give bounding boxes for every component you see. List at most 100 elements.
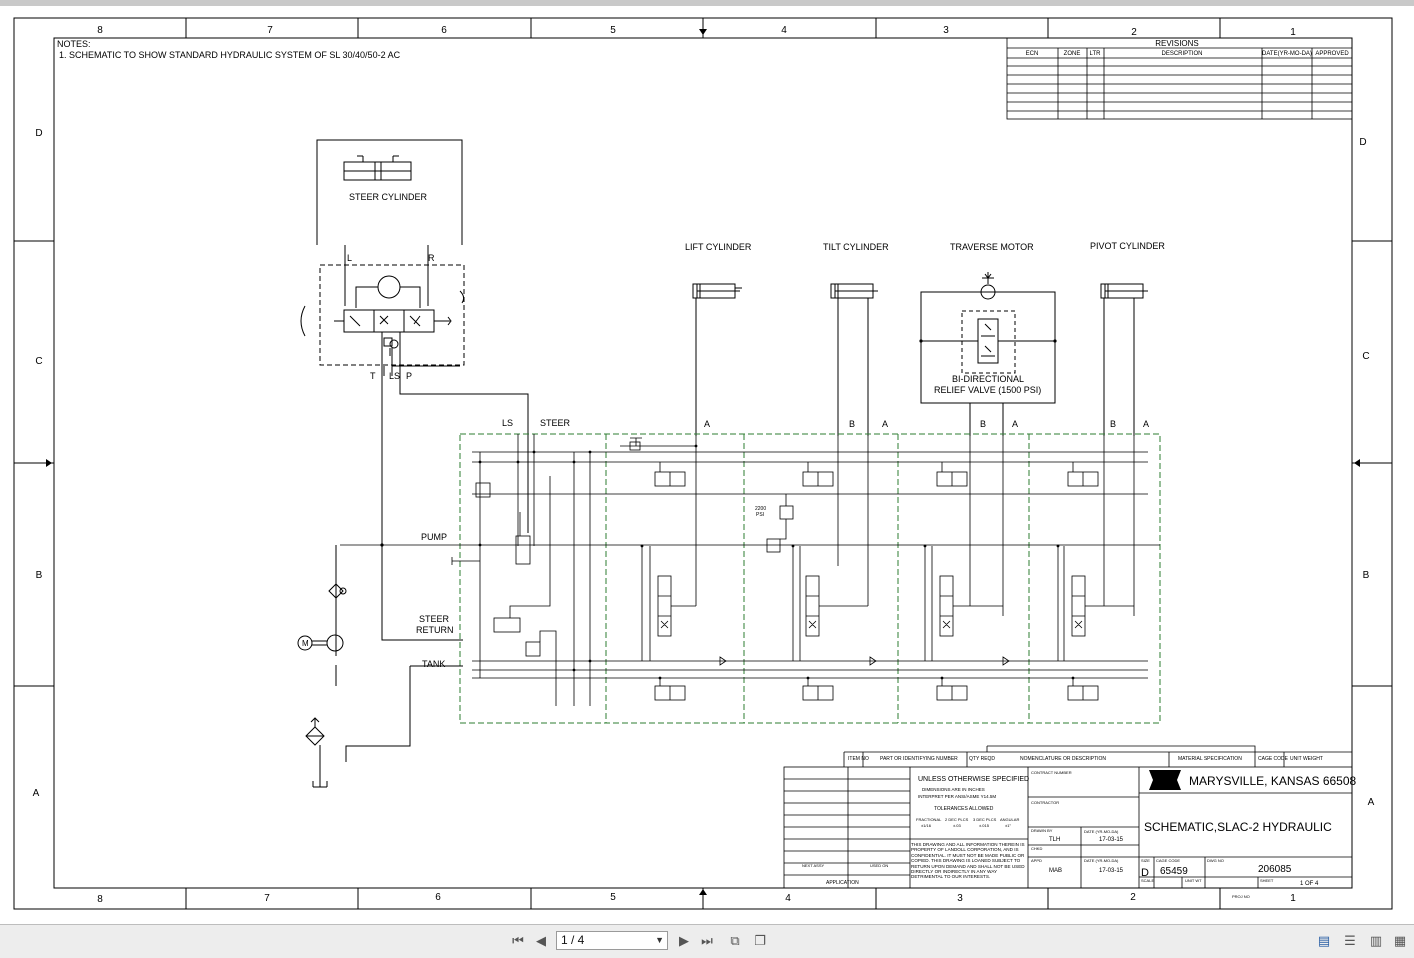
revisions-table	[1006, 37, 1353, 120]
drawing-canvas: 8 7 6 5 4 3 2 1 8 7 6 5 4 3 2 1 D C B A …	[0, 6, 1414, 924]
appd-date-label: DATE (YR-MO-DA)	[1084, 858, 1119, 863]
tol-frac-val: ±1/16	[921, 823, 932, 828]
traverse-motor-label: TRAVERSE MOTOR	[950, 242, 1034, 252]
drawn-by: TLH	[1049, 837, 1060, 843]
col-unit-weight: UNIT WEIGHT	[1290, 756, 1323, 762]
cage-code: 65459	[1160, 866, 1188, 877]
appd-label: APPD	[1031, 858, 1042, 863]
zone-row-d: D	[35, 128, 42, 139]
unit-wt-label: UNIT WT	[1185, 878, 1202, 883]
col-part-no: PART OR IDENTIFYING NUMBER	[880, 756, 958, 762]
zone-col-7: 7	[267, 25, 273, 36]
zone-col-2: 2	[1131, 27, 1137, 38]
zone-col-8: 8	[97, 25, 103, 36]
page-number-select[interactable]: 1 / 4 ▼	[556, 931, 668, 950]
traverse-motor-symbol	[980, 284, 996, 300]
valve-bank-outline	[459, 433, 1161, 724]
traverse-port-b: B	[980, 419, 986, 429]
tol-3place: 3 DEC PLCS	[973, 817, 997, 822]
traverse-port-a: A	[1012, 419, 1018, 429]
zone-col-4-bottom: 4	[785, 893, 791, 904]
port-p-label: P	[406, 371, 412, 381]
motor-label: M	[302, 639, 309, 648]
next-assy-label: NEXT ASSY	[802, 863, 824, 868]
steer-valve-spool	[343, 309, 435, 333]
hydraulic-schematic: 8 7 6 5 4 3 2 1 8 7 6 5 4 3 2 1 D C B A …	[13, 17, 1393, 910]
zone-row-c: C	[35, 356, 42, 367]
valve-bank-internals	[340, 434, 1160, 706]
two-page-continuous-icon[interactable]: ▦	[1393, 933, 1407, 949]
copy-page-icon[interactable]: ❐	[754, 933, 766, 949]
pivot-port-a: A	[1143, 419, 1149, 429]
motor-symbol	[297, 635, 313, 651]
page-number-value: 1 / 4	[561, 933, 585, 947]
tilt-port-b: B	[849, 419, 855, 429]
zone-col-3-bottom: 3	[957, 893, 963, 904]
port-t-label: T	[370, 371, 376, 381]
pivot-cylinder-label: PIVOT CYLINDER	[1090, 241, 1165, 251]
prev-page-icon[interactable]: ◀	[536, 933, 546, 949]
last-page-icon[interactable]: ⏭	[701, 933, 713, 949]
relief-valve-label-2: RELIEF VALVE (1500 PSI)	[934, 385, 1041, 395]
tilt-relief-psi-2: PSI	[756, 512, 764, 518]
pivot-port-b: B	[1110, 419, 1116, 429]
next-page-icon[interactable]: ▶	[679, 933, 689, 949]
tilt-relief-psi-1: 2200	[755, 506, 766, 512]
rev-col-ecn: ECN	[1026, 51, 1039, 57]
lift-cylinder-label: LIFT CYLINDER	[685, 242, 752, 252]
used-on-label: USED ON	[870, 863, 888, 868]
steer-cylinder-box	[316, 139, 463, 245]
zone-col-4: 4	[781, 25, 787, 36]
first-page-icon[interactable]: ⏮	[512, 933, 524, 949]
pump-filter-symbol	[328, 583, 344, 599]
sheet-label: SHEET	[1260, 878, 1274, 883]
zone-col-6-bottom: 6	[435, 892, 441, 903]
unless-specified: UNLESS OTHERWISE SPECIFIED	[918, 776, 1029, 783]
zone-col-1: 1	[1290, 27, 1296, 38]
zone-col-6: 6	[441, 25, 447, 36]
steer-label: STEER	[540, 418, 571, 428]
tol-ang-val: ±1°	[1005, 823, 1011, 828]
single-page-view-icon[interactable]: ▤	[1317, 933, 1331, 949]
relief-valve-box	[920, 291, 1056, 404]
tol-angular: ANGULAR	[1000, 817, 1019, 822]
col-nomenclature: NOMENCLATURE OR DESCRIPTION	[1020, 756, 1106, 762]
title-block	[783, 745, 1353, 889]
zone-col-1-bottom: 1	[1290, 893, 1296, 904]
zone-col-8-bottom: 8	[97, 894, 103, 905]
company-logo	[1149, 770, 1181, 790]
lift-port-a: A	[704, 419, 710, 429]
proprietary-notice: THIS DRAWING AND ALL INFORMATION THEREIN…	[911, 842, 1025, 880]
proj-no-label: PROJ NO	[1232, 894, 1250, 899]
appd-by: MAB	[1049, 868, 1062, 874]
application-label: APPLICATION	[826, 880, 859, 886]
col-qty: QTY REQD	[969, 756, 995, 762]
contract-number-label: CONTRACT NUMBER	[1031, 770, 1072, 775]
tank-symbol	[312, 756, 328, 788]
rev-col-approved: APPROVED	[1315, 51, 1349, 57]
port-r-label: R	[428, 253, 435, 263]
drawing-title: SCHEMATIC,SLAC-2 HYDRAULIC	[1144, 820, 1332, 834]
tank-label: TANK	[422, 659, 445, 669]
cage-label: CAGE CODE	[1156, 858, 1180, 863]
notes-title: NOTES:	[57, 39, 91, 49]
two-page-view-icon[interactable]: ▥	[1369, 933, 1383, 949]
revisions-title: REVISIONS	[1155, 39, 1199, 48]
col-cage: CAGE CODE	[1258, 756, 1289, 762]
rev-col-date: DATE(YR-MO-DA)	[1262, 51, 1312, 57]
thumbnails-icon[interactable]: ⧉	[730, 933, 740, 949]
chkd-label: CHKD	[1031, 846, 1042, 851]
tolerances: TOLERANCES ALLOWED	[934, 806, 994, 812]
viewer-toolbar: ⏮ ◀ 1 / 4 ▼ ▶ ⏭ ⧉ ❐ ▤ ☰ ▥ ▦	[0, 924, 1414, 958]
zone-col-7-bottom: 7	[264, 893, 270, 904]
sheet-size: D	[1141, 867, 1149, 879]
dwg-label: DWG NO	[1207, 858, 1224, 863]
continuous-view-icon[interactable]: ☰	[1344, 933, 1356, 949]
dwg-number: 206085	[1258, 864, 1292, 875]
pump-symbol	[326, 634, 344, 652]
tol-3-val: ±.015	[979, 823, 990, 828]
rev-col-ltr: LTR	[1090, 51, 1102, 57]
zone-col-5-bottom: 5	[610, 892, 616, 903]
col-item-no: ITEM NO	[848, 756, 869, 762]
drawn-by-label: DRAWN BY	[1031, 828, 1053, 833]
